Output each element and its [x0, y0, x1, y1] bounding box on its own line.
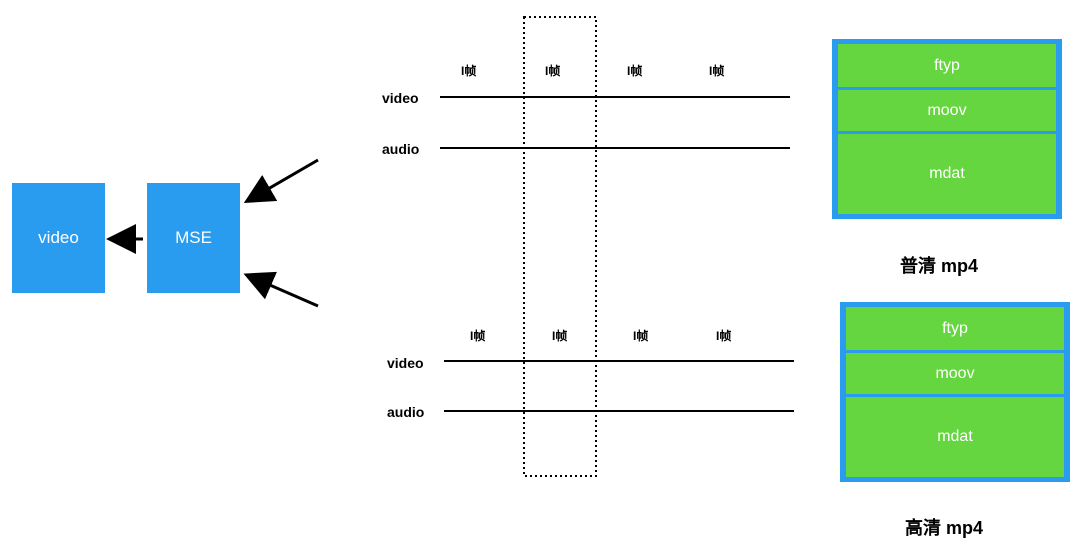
hd-mdat-label: mdat — [937, 428, 973, 445]
hd-mp4-container: ftyp moov mdat — [840, 302, 1070, 482]
sd-mp4-container: ftyp moov mdat — [832, 39, 1062, 219]
sd-mp4-caption: 普清 mp4 — [900, 256, 979, 276]
top-iframe-1: I帧 — [461, 64, 477, 78]
video-element-box: video — [12, 183, 105, 293]
mse-box: MSE — [147, 183, 240, 293]
bottom-audio-track-label: audio — [387, 404, 425, 420]
bottom-video-track-line — [444, 360, 794, 362]
hd-mdat-box: mdat — [846, 397, 1064, 477]
bottom-source-arrow — [243, 271, 319, 308]
top-iframe-2: I帧 — [545, 64, 561, 78]
hd-moov-box: moov — [846, 353, 1064, 397]
top-video-track-line — [440, 96, 790, 98]
top-iframe-3: I帧 — [627, 64, 643, 78]
sd-moov-box: moov — [838, 90, 1056, 134]
hd-mp4-caption: 高清 mp4 — [905, 518, 984, 538]
top-iframe-4: I帧 — [709, 64, 725, 78]
hd-ftyp-box: ftyp — [846, 307, 1064, 353]
bottom-audio-track-line — [444, 410, 794, 412]
sd-moov-label: moov — [927, 101, 967, 119]
switch-point-dotted-box — [523, 16, 597, 477]
sd-ftyp-label: ftyp — [934, 56, 960, 74]
bottom-iframe-3: I帧 — [633, 329, 649, 343]
sd-ftyp-box: ftyp — [838, 44, 1056, 90]
top-source-arrow — [243, 158, 319, 204]
sd-mdat-label: mdat — [929, 165, 965, 182]
top-video-track-label: video — [382, 90, 419, 106]
top-audio-track-label: audio — [382, 141, 420, 157]
mse-label: MSE — [175, 228, 212, 247]
bottom-iframe-1: I帧 — [470, 329, 486, 343]
video-element-label: video — [38, 228, 79, 247]
bottom-iframe-4: I帧 — [716, 329, 732, 343]
hd-moov-label: moov — [935, 364, 975, 382]
bottom-iframe-2: I帧 — [552, 329, 568, 343]
top-audio-track-line — [440, 147, 790, 149]
sd-mdat-box: mdat — [838, 134, 1056, 214]
bottom-video-track-label: video — [387, 355, 424, 371]
hd-ftyp-label: ftyp — [942, 319, 968, 337]
